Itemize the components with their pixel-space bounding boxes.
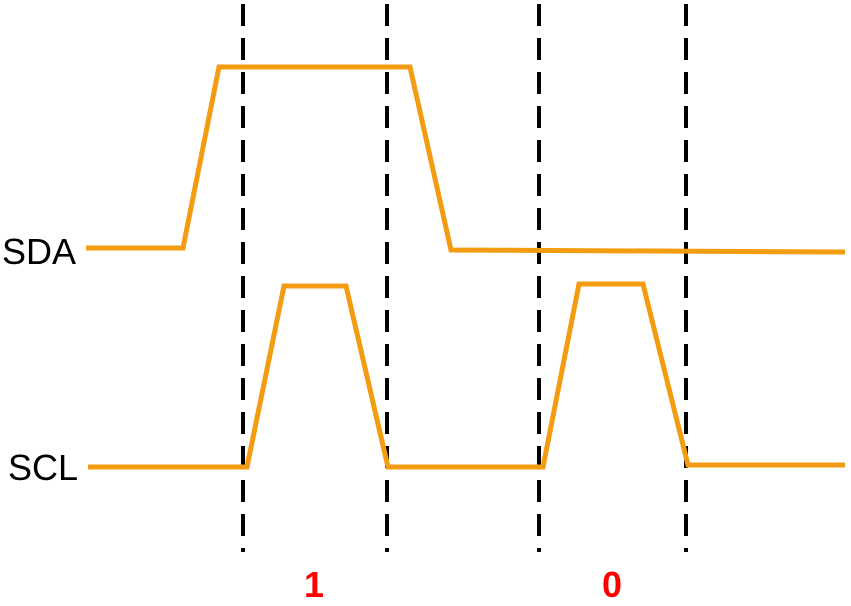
scl-label: SCL — [8, 447, 78, 488]
bit-dividers — [241, 4, 688, 552]
sda-waveform — [86, 64, 846, 255]
bit-label-1: 1 — [304, 564, 324, 605]
bit-label-0: 0 — [602, 564, 622, 605]
sda-label: SDA — [2, 231, 76, 272]
scl-waveform — [88, 281, 845, 470]
